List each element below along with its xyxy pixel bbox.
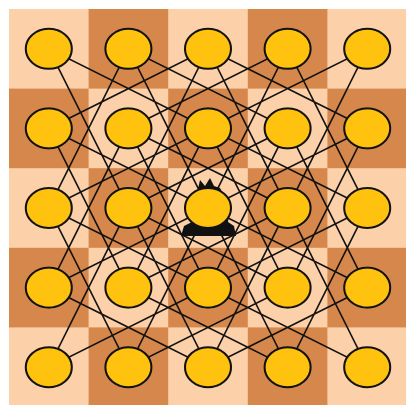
board-nodes <box>24 27 392 389</box>
node-r4-c1[interactable] <box>104 346 153 389</box>
node-r4-c0[interactable] <box>24 346 73 389</box>
node-r1-c1[interactable] <box>104 107 153 150</box>
knight-edge-r4c0-r2c1 <box>48 207 130 368</box>
knight-edge-r1c0-r0c2 <box>48 48 209 130</box>
knight-edge-r2c1-r1c3 <box>128 127 288 209</box>
node-r1-c3[interactable] <box>263 107 312 150</box>
knight-edge-r3c3-r1c4 <box>286 128 368 288</box>
knight-edge-r4c2-r2c3 <box>207 207 289 368</box>
knight-move-edges <box>48 48 368 368</box>
node-r4-c4[interactable] <box>343 346 392 389</box>
node-r1-c4[interactable] <box>343 107 392 150</box>
node-r0-c3[interactable] <box>263 27 312 70</box>
node-r2-c0[interactable] <box>24 187 73 229</box>
node-r2-c2[interactable] <box>184 187 232 229</box>
knight-edge-r3c0-r2c2 <box>48 207 209 289</box>
node-r1-c0[interactable] <box>24 107 73 150</box>
node-r3-c3[interactable] <box>263 266 312 309</box>
knight-edge-r4c2-r3c4 <box>207 286 368 368</box>
node-r4-c2[interactable] <box>184 346 232 389</box>
node-r3-c4[interactable] <box>343 266 392 309</box>
node-r3-c1[interactable] <box>104 266 153 309</box>
knight-edge-r2c3-r0c4 <box>286 48 368 209</box>
knight-edge-r2c0-r0c1 <box>48 48 130 209</box>
node-r2-c4[interactable] <box>343 187 392 229</box>
knight-edge-r4c0-r3c2 <box>48 286 209 368</box>
node-r0-c0[interactable] <box>24 27 73 70</box>
node-r1-c2[interactable] <box>184 107 232 150</box>
knight-edge-r3c0-r1c1 <box>48 128 130 288</box>
node-r3-c0[interactable] <box>24 266 73 309</box>
knight-edge-r4c3-r2c4 <box>286 207 368 368</box>
node-r2-c1[interactable] <box>104 187 153 229</box>
node-r2-c3[interactable] <box>263 187 312 229</box>
node-r0-c2[interactable] <box>184 27 232 70</box>
knight-edge-r2c2-r0c3 <box>207 48 289 209</box>
node-r0-c1[interactable] <box>104 27 153 70</box>
node-r0-c4[interactable] <box>343 27 392 70</box>
knight-edge-r1c2-r0c4 <box>207 48 368 130</box>
node-r3-c2[interactable] <box>184 266 232 309</box>
knight-edge-r4c1-r3c3 <box>128 286 288 368</box>
knight-edge-r2c2-r1c4 <box>207 127 368 209</box>
knight-edge-r2c1-r0c2 <box>127 48 209 209</box>
knight-edge-r3c1-r2c3 <box>128 207 288 289</box>
node-r4-c3[interactable] <box>263 346 312 389</box>
knight-edge-r3c1-r1c2 <box>127 128 209 288</box>
knight-edge-r3c2-r1c3 <box>207 128 289 288</box>
knight-edge-r2c0-r1c2 <box>48 127 209 209</box>
knight-edge-r1c1-r0c3 <box>128 48 288 130</box>
knight-edge-r3c2-r2c4 <box>207 207 368 289</box>
